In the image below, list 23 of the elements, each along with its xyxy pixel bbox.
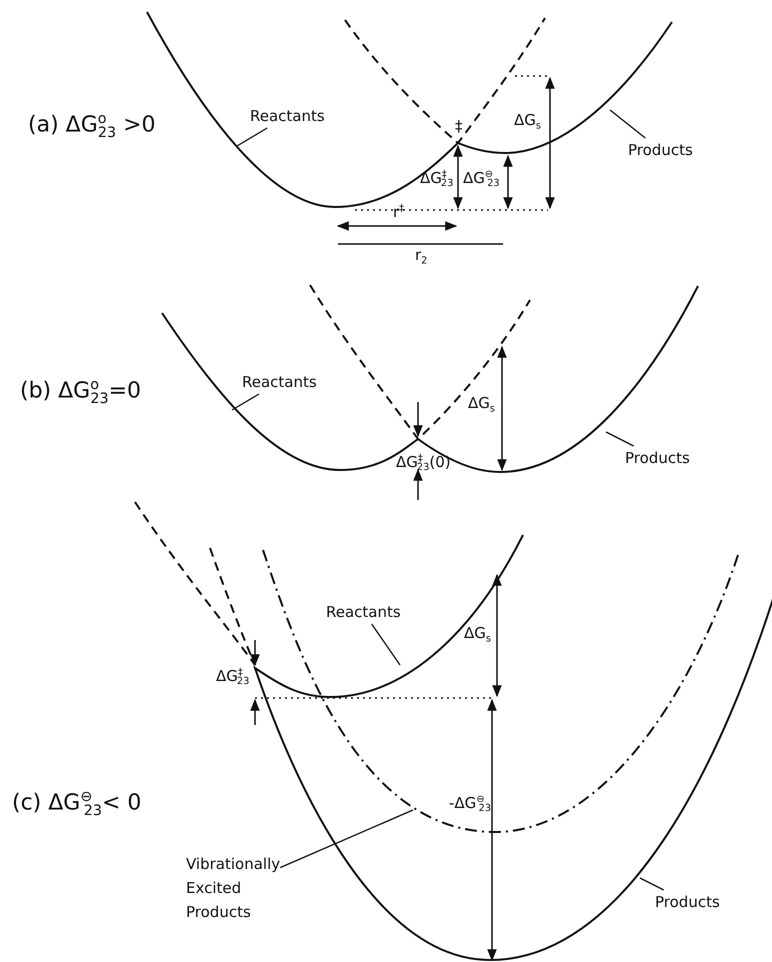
leader-line [640,877,664,891]
curve-label: Vibrationally Excited Products [186,852,280,924]
curve-label: Products [655,890,720,914]
leader-line [371,624,401,666]
panel-heading: (c) ΔG$^{⊖}$$_{23}$< 0 [12,790,142,820]
panel-heading: (b) ΔG$^{o}$$_{23}$=0 [20,378,142,408]
energy-label: ΔG$^{‡}$$_{23}$(0) [396,454,451,474]
curve-label: Reactants [242,370,317,394]
distance-label: r$_{2}$ [415,247,428,268]
energy-label: ΔG$_{s}$ [468,395,495,416]
panel-heading: (a) ΔG$^{o}$$_{23}$ >0 [28,112,156,142]
curve-label: Products [625,446,690,470]
energy-label: ΔG$_{s}$ [464,625,491,646]
leader-line [610,110,646,138]
leader-line [280,809,414,868]
curve-label: Reactants [326,600,401,624]
leader-line [236,127,268,147]
leader-line [232,393,260,411]
leader-line [606,431,634,447]
energy-label: ΔG$_{s}$ [514,112,541,132]
transition-mark: ‡ [455,118,462,134]
curve-label: Products [628,138,693,162]
curve-label: Reactants [250,104,325,128]
